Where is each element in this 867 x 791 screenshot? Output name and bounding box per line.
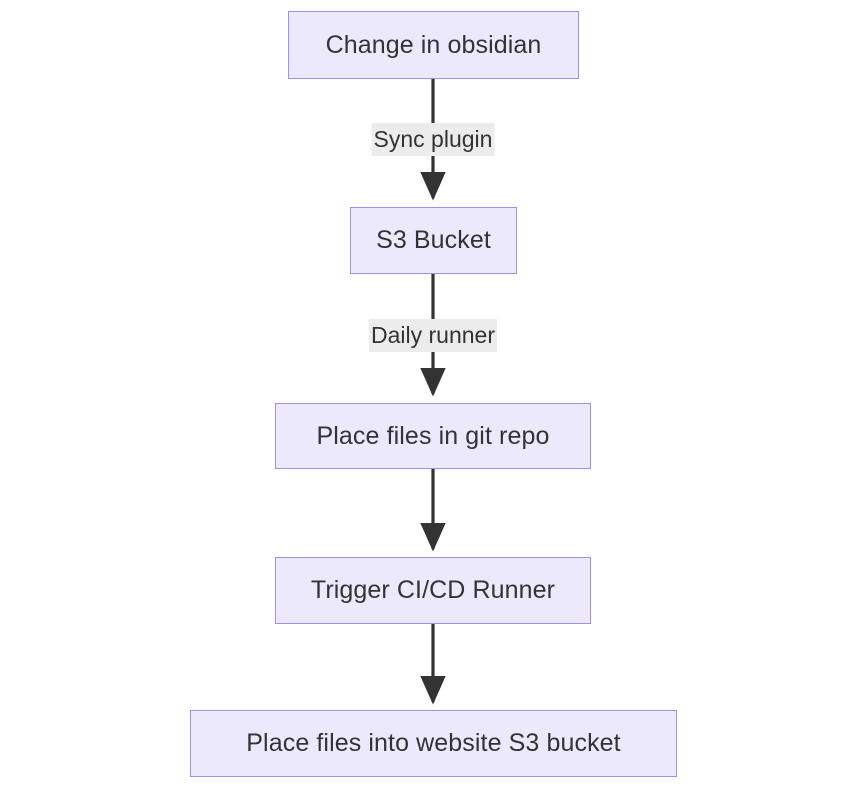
node-label: Place files into website S3 bucket <box>246 729 621 757</box>
edge-label-sync-plugin: Sync plugin <box>371 123 495 157</box>
node-label: Place files in git repo <box>316 421 550 450</box>
node-label: Change in obsidian <box>325 30 542 59</box>
node-label: S3 Bucket <box>376 226 491 254</box>
node-place-files-into-website-s3-bucket[interactable]: Place files into website S3 bucket <box>190 710 677 777</box>
node-s3-bucket[interactable]: S3 Bucket <box>350 207 517 274</box>
node-label: Trigger CI/CD Runner <box>310 576 556 604</box>
edge-label-daily-runner: Daily runner <box>369 319 497 353</box>
node-place-files-in-git-repo[interactable]: Place files in git repo <box>275 403 591 469</box>
node-change-in-obsidian[interactable]: Change in obsidian <box>288 11 579 79</box>
node-trigger-ci-cd-runner[interactable]: Trigger CI/CD Runner <box>275 557 591 624</box>
